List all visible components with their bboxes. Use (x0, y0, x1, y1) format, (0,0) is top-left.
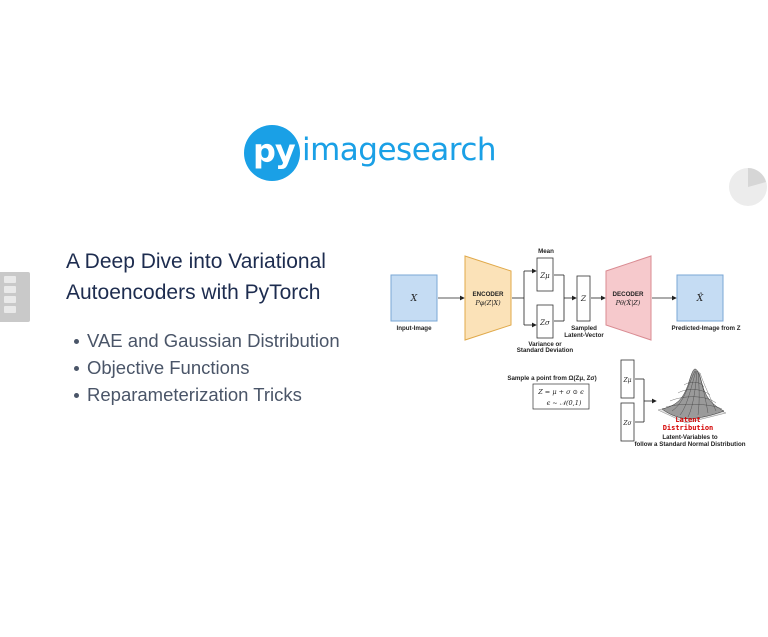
z-sigma-box-2 (620, 402, 635, 442)
side-toolbar-tab[interactable] (0, 272, 30, 322)
input-var: X (410, 294, 418, 304)
bullet-item: VAE and Gaussian Distribution (74, 327, 340, 354)
equation-2: ϵ ~ 𝒩(0,1) (547, 399, 582, 407)
z-mu: Zμ (539, 272, 550, 280)
toolbar-icon (4, 306, 16, 313)
z-mu-box-2 (620, 359, 635, 399)
encoder-title: ENCODER (473, 291, 504, 298)
encoder-formula: Pφ(Z|X) (474, 299, 501, 307)
toolbar-icon (4, 296, 16, 303)
toolbar-icon (4, 276, 16, 283)
latent-caption: Latent-Variables to (662, 434, 718, 441)
logo-circle (244, 125, 300, 181)
sampled-label: Sampled (571, 325, 597, 332)
encoder-block (464, 255, 512, 341)
output-image-box (676, 274, 724, 322)
variance-label: Standard Deviation (517, 347, 574, 354)
z-var: Z (580, 294, 587, 303)
bullet-item: Reparameterization Tricks (74, 381, 340, 408)
z-sigma-box (536, 304, 554, 339)
latent-label-1: Latent (675, 416, 700, 424)
slide-title: A Deep Dive into Variational Autoencoder… (66, 250, 326, 304)
z-mu-box (536, 257, 554, 292)
bullet-item: Objective Functions (74, 354, 340, 381)
latent-caption: follow a Standard Normal Distribution (634, 441, 745, 448)
input-label: Input-Image (396, 325, 432, 332)
vae-diagram: X Input-Image ENCODER Pφ(Z|X) Mean Zμ Zσ… (390, 248, 746, 448)
logo-py: py (253, 132, 296, 170)
sampled-label: Latent-Vector (564, 332, 604, 339)
pie-chart-icon[interactable] (728, 167, 768, 207)
output-label: Predicted-Image from Z (671, 325, 740, 332)
sample-text: Sample a point from Ω(Zμ, Zσ) (507, 375, 596, 382)
latent-label-2: Distribution (663, 424, 714, 432)
gaussian-surface-plot (657, 368, 727, 424)
output-var: X̂ (696, 292, 704, 304)
pyimagesearch-logo: py imagesearch (244, 124, 497, 184)
equation-1: Z = μ + σ ⊙ ϵ (537, 388, 584, 396)
input-image-box (390, 274, 438, 322)
mean-label: Mean (538, 248, 554, 255)
equation-box (532, 383, 590, 410)
toolbar-icon (4, 286, 16, 293)
z-sample-box (576, 275, 591, 322)
z-mu-2: Zμ (622, 377, 631, 384)
decoder-title: DECODER (613, 291, 644, 298)
decoder-block (605, 255, 652, 341)
z-sigma: Zσ (539, 319, 550, 327)
decoder-formula: Pθ(X̂|Z) (615, 299, 641, 307)
variance-label: Variance or (528, 341, 562, 348)
logo-wordmark: imagesearch (302, 132, 497, 168)
z-sigma-2: Zσ (622, 420, 632, 427)
bullet-list: VAE and Gaussian Distribution Objective … (74, 327, 340, 408)
